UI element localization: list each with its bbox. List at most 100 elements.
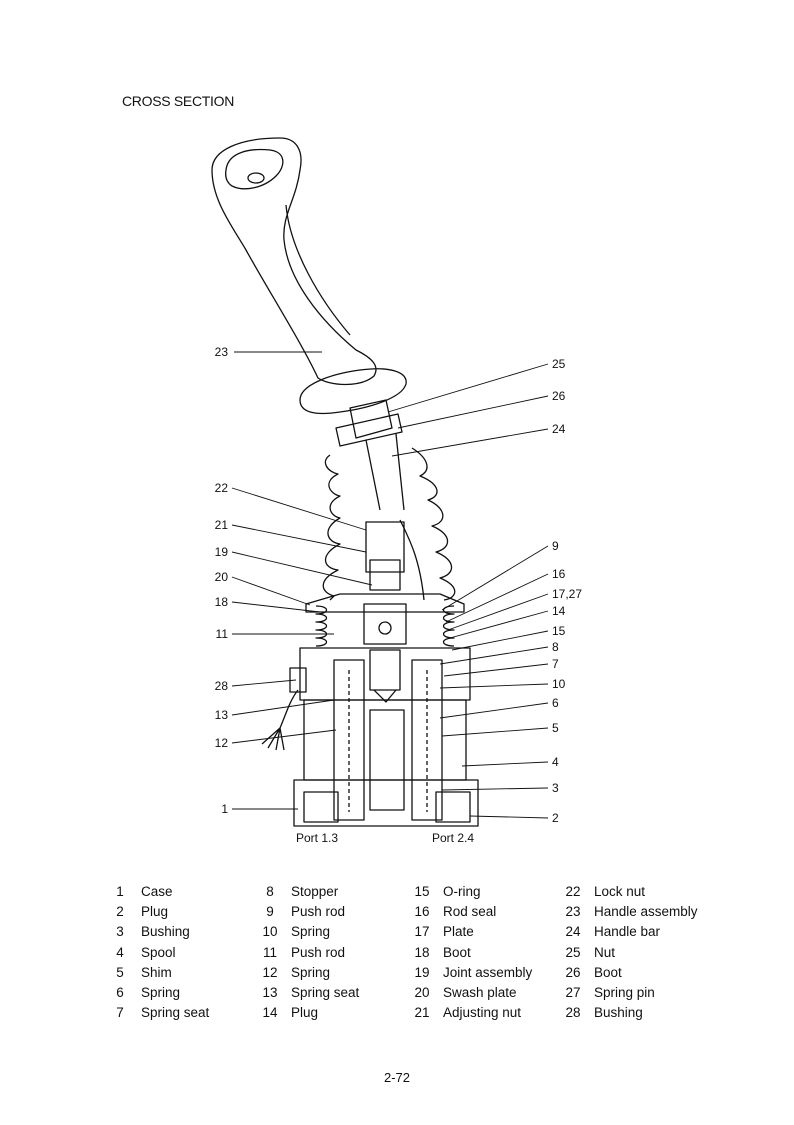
part-number: 6 — [116, 984, 124, 1000]
callout-9: 9 — [552, 539, 559, 553]
leader-4 — [461, 761, 549, 767]
leader-21 — [231, 524, 367, 553]
part-number: 19 — [414, 964, 430, 980]
spring-right — [442, 605, 455, 647]
part-name: Shim — [141, 964, 172, 980]
part-name: Stopper — [291, 884, 339, 899]
handle-bar-24 — [365, 433, 405, 511]
part-number: 8 — [266, 884, 274, 899]
joint-pin — [378, 621, 392, 635]
part-number: 1 — [116, 884, 124, 899]
port-body — [293, 779, 479, 827]
callout-13: 13 — [215, 708, 229, 722]
page-number: 2-72 — [383, 1070, 411, 1085]
handle-emblem — [225, 148, 284, 190]
part-number: 21 — [414, 1005, 430, 1021]
callout-18: 18 — [215, 595, 229, 609]
leader-22 — [231, 487, 367, 531]
callout-12: 12 — [215, 736, 229, 750]
part-name: Lock nut — [594, 884, 646, 899]
part-number: 22 — [565, 884, 581, 899]
callout-24: 24 — [552, 422, 566, 436]
leader-18 — [231, 601, 321, 613]
part-name: Spring — [141, 984, 181, 1000]
leader-26 — [397, 395, 549, 429]
part-number: 14 — [262, 1005, 278, 1021]
part-number: 16 — [414, 904, 430, 920]
part-name: Spring pin — [594, 984, 655, 1000]
part-number: 7 — [116, 1005, 124, 1021]
part-name: Plug — [141, 904, 169, 920]
callout-5: 5 — [552, 721, 559, 735]
stopper — [369, 649, 401, 691]
plug-left — [303, 791, 339, 823]
callout-20: 20 — [215, 570, 229, 584]
leader-12 — [231, 729, 337, 744]
boot-upper — [322, 454, 341, 601]
part-name: Spring — [291, 924, 331, 940]
callout-15: 15 — [552, 624, 566, 638]
part-number: 23 — [565, 904, 581, 920]
callout-17-27: 17,27 — [552, 587, 582, 601]
part-name: Case — [141, 884, 173, 899]
callout-6: 6 — [552, 696, 559, 710]
callout-25: 25 — [552, 357, 566, 371]
part-name: Boot — [443, 944, 471, 960]
part-name: Adjusting nut — [443, 1005, 522, 1021]
port-label-1-3: Port 1.3 — [296, 831, 338, 845]
part-name: Plate — [443, 924, 474, 940]
leader-13 — [231, 699, 335, 716]
leader-14 — [449, 610, 549, 639]
leader-28 — [231, 679, 297, 687]
part-name: Rod seal — [443, 904, 497, 920]
callout-19: 19 — [215, 545, 229, 559]
leader-3 — [441, 787, 549, 791]
callout-23: 23 — [215, 345, 229, 359]
stopper-tip — [373, 689, 397, 703]
part-number: 27 — [565, 984, 581, 1000]
part-name: Spring — [291, 964, 331, 980]
swash-plate — [305, 593, 465, 613]
part-number: 24 — [565, 924, 581, 940]
part-number: 26 — [565, 964, 581, 980]
callout-28: 28 — [215, 679, 229, 693]
callout-22: 22 — [215, 481, 229, 495]
part-number: 28 — [565, 1005, 581, 1021]
leader-16 — [445, 573, 549, 623]
part-number: 3 — [116, 924, 124, 940]
part-number: 18 — [414, 944, 430, 960]
part-name: Spring seat — [141, 1005, 210, 1021]
part-number: 20 — [414, 984, 430, 1000]
part-number: 13 — [262, 984, 278, 1000]
leader-7 — [443, 663, 549, 677]
handle-ridge — [285, 204, 351, 336]
callout-2: 2 — [552, 811, 559, 825]
callout-16: 16 — [552, 567, 566, 581]
callout-7: 7 — [552, 657, 559, 671]
part-name: Push rod — [291, 904, 346, 920]
part-name: Boot — [594, 964, 622, 980]
handle-collar — [299, 368, 407, 415]
part-number: 17 — [414, 924, 430, 940]
leader-25 — [387, 363, 549, 413]
handle-emblem-hole — [247, 172, 265, 184]
part-name: Swash plate — [443, 984, 517, 1000]
part-number: 10 — [262, 924, 278, 940]
spool-bore-left — [333, 659, 365, 821]
callout-3: 3 — [552, 781, 559, 795]
leader-10 — [439, 683, 549, 689]
leader-9 — [441, 545, 549, 611]
leader-17-27 — [447, 593, 549, 631]
side-fitting — [289, 667, 307, 693]
part-number: 4 — [116, 944, 124, 960]
part-name: Nut — [594, 944, 616, 960]
case-upper — [299, 647, 471, 701]
callout-26: 26 — [552, 389, 566, 403]
callout-10: 10 — [552, 677, 566, 691]
spring-left — [315, 605, 328, 647]
part-number: 2 — [116, 904, 124, 920]
part-name: Spool — [141, 944, 176, 960]
part-name: Handle bar — [594, 924, 661, 940]
leader-19 — [231, 551, 373, 586]
spool-bore-right — [411, 659, 443, 821]
